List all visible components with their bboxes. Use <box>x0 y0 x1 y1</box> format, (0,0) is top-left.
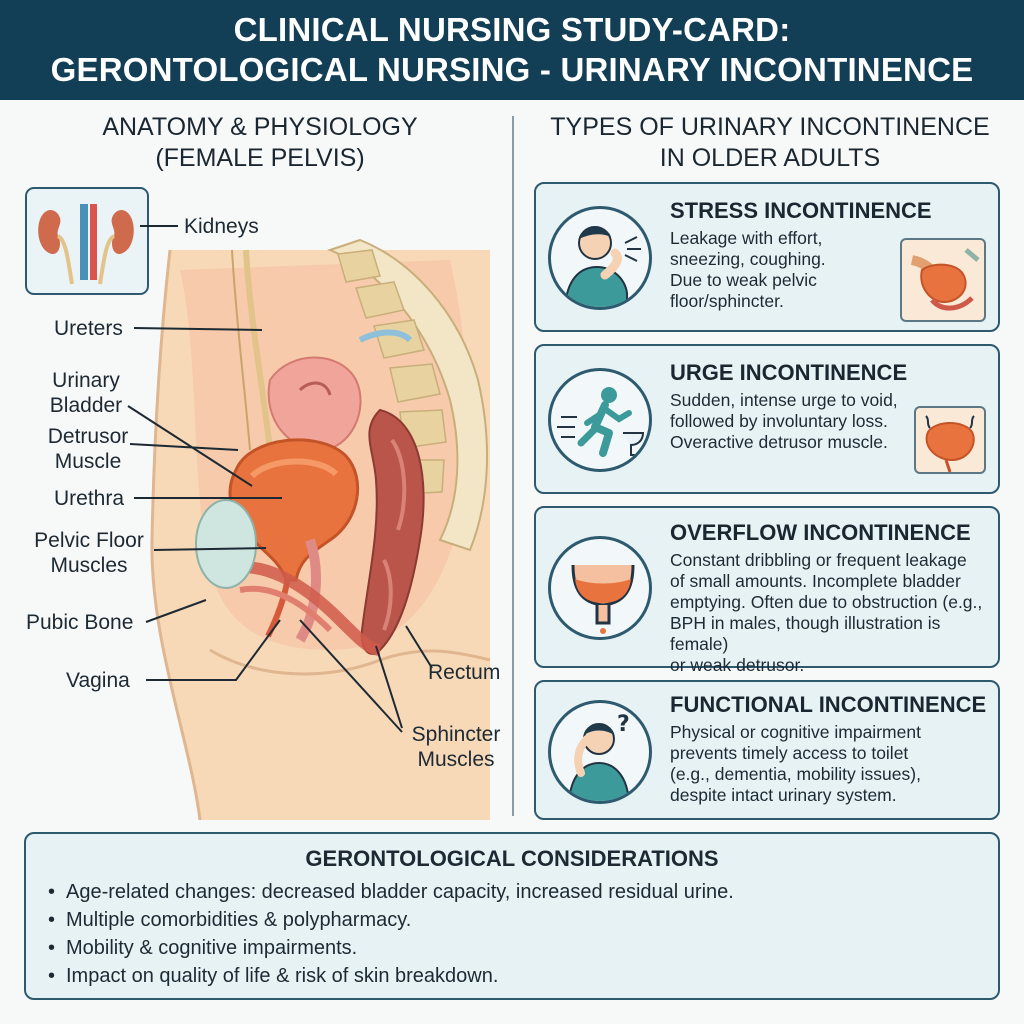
label-detrusor-muscle: Detrusor Muscle <box>40 424 136 474</box>
stress-incontinence-title: STRESS INCONTINENCE <box>670 198 932 223</box>
stress-desc-line-3: Due to weak pelvic <box>670 270 817 290</box>
functional-desc-line-4: despite intact urinary system. <box>670 785 897 805</box>
kidneys-inset-icon <box>25 187 149 295</box>
running-to-toilet-icon <box>548 368 652 472</box>
svg-text:?: ? <box>617 712 630 737</box>
pelvic-floor-thumbnail-icon <box>900 238 986 322</box>
urge-incontinence-title: URGE INCONTINENCE <box>670 360 908 385</box>
confused-person-icon: ? <box>548 700 652 804</box>
overflow-incontinence-description: Constant dribbling or frequent leakage o… <box>670 550 998 676</box>
label-detrusor-line-2: Muscle <box>54 450 122 473</box>
pelvis-illustration <box>25 187 491 821</box>
label-sphincter-muscles: Sphincter Muscles <box>406 722 506 772</box>
anatomy-section-title: ANATOMY & PHYSIOLOGY (FEMALE PELVIS) <box>60 112 460 174</box>
page-header: CLINICAL NURSING STUDY-CARD: GERONTOLOGI… <box>0 0 1024 100</box>
types-section-title: TYPES OF URINARY INCONTINENCE IN OLDER A… <box>530 112 1010 174</box>
urge-desc-line-1: Sudden, intense urge to void, <box>670 390 898 410</box>
label-vagina: Vagina <box>66 669 130 692</box>
label-rectum: Rectum <box>428 661 501 684</box>
label-pelvic-line-2: Muscles <box>50 554 128 577</box>
label-sphincter-line-2: Muscles <box>417 748 495 771</box>
functional-desc-line-1: Physical or cognitive impairment <box>670 722 921 742</box>
anatomy-title-line-2: (FEMALE PELVIS) <box>155 144 365 172</box>
considerations-item: Multiple comorbidities & polypharmacy. <box>46 906 734 934</box>
coughing-person-icon <box>548 206 652 310</box>
label-kidneys: Kidneys <box>184 215 259 238</box>
overflow-incontinence-title: OVERFLOW INCONTINENCE <box>670 520 971 545</box>
label-ureters: Ureters <box>54 317 123 340</box>
page-title-line-2: GERONTOLOGICAL NURSING - URINARY INCONTI… <box>50 51 974 88</box>
functional-desc-line-3: (e.g., dementia, mobility issues), <box>670 764 921 784</box>
overflow-desc-line-3: emptying. Often due to obstruction (e.g.… <box>670 592 983 612</box>
page-title-line-1: CLINICAL NURSING STUDY-CARD: <box>233 11 791 48</box>
label-pelvic-line-1: Pelvic Floor <box>34 529 144 552</box>
urge-incontinence-card: URGE INCONTINENCE Sudden, intense urge t… <box>534 344 1000 494</box>
label-pelvic-floor-muscles: Pelvic Floor Muscles <box>26 528 152 578</box>
considerations-item: Mobility & cognitive impairments. <box>46 934 734 962</box>
stress-desc-line-1: Leakage with effort, <box>670 228 823 248</box>
gerontological-considerations-panel: GERONTOLOGICAL CONSIDERATIONS Age-relate… <box>24 832 1000 1000</box>
overflow-desc-line-1: Constant dribbling or frequent leakage <box>670 550 967 570</box>
types-title-line-1: TYPES OF URINARY INCONTINENCE <box>550 113 990 141</box>
overflow-desc-line-2: of small amounts. Incomplete bladder <box>670 571 961 591</box>
considerations-item: Impact on quality of life & risk of skin… <box>46 962 734 990</box>
label-detrusor-line-1: Detrusor <box>47 425 129 448</box>
anatomy-title-line-1: ANATOMY & PHYSIOLOGY <box>102 113 418 141</box>
stress-desc-line-4: floor/sphincter. <box>670 291 784 311</box>
considerations-item: Age-related changes: decreased bladder c… <box>46 878 734 906</box>
urge-desc-line-2: followed by involuntary loss. <box>670 411 888 431</box>
functional-incontinence-title: FUNCTIONAL INCONTINENCE <box>670 692 987 717</box>
column-divider <box>512 116 514 816</box>
label-sphincter-line-1: Sphincter <box>411 723 501 746</box>
urge-desc-line-3: Overactive detrusor muscle. <box>670 432 888 452</box>
functional-incontinence-card: ? FUNCTIONAL INCONTINENCE Physical or co… <box>534 680 1000 820</box>
considerations-title: GERONTOLOGICAL CONSIDERATIONS <box>305 846 719 871</box>
label-urinary-bladder: Urinary Bladder <box>46 368 126 418</box>
label-urethra: Urethra <box>54 487 125 510</box>
label-pubic-bone: Pubic Bone <box>26 611 134 634</box>
overactive-bladder-thumbnail-icon <box>914 406 986 474</box>
stress-desc-line-2: sneezing, coughing. <box>670 249 826 269</box>
stress-incontinence-description: Leakage with effort, sneezing, coughing.… <box>670 228 826 312</box>
overflow-incontinence-card: OVERFLOW INCONTINENCE Constant dribbling… <box>534 506 1000 675</box>
overflow-desc-line-4: BPH in males, though illustration is fem… <box>670 613 941 654</box>
pelvis-anatomy-diagram: Kidneys Ureters Urinary Bladder Detrusor… <box>0 180 512 821</box>
considerations-list: Age-related changes: decreased bladder c… <box>46 878 734 990</box>
urge-incontinence-description: Sudden, intense urge to void, followed b… <box>670 390 898 453</box>
functional-desc-line-2: prevents timely access to toilet <box>670 743 909 763</box>
label-urinary-bladder-line-1: Urinary <box>52 369 120 392</box>
stress-incontinence-card: STRESS INCONTINENCE Leakage with effort,… <box>534 182 1000 332</box>
types-title-line-2: IN OLDER ADULTS <box>659 144 881 172</box>
overflow-desc-line-5: or weak detrusor. <box>670 655 805 675</box>
label-urinary-bladder-line-2: Bladder <box>49 394 123 417</box>
full-bladder-icon <box>548 536 652 640</box>
functional-incontinence-description: Physical or cognitive impairment prevent… <box>670 722 921 806</box>
